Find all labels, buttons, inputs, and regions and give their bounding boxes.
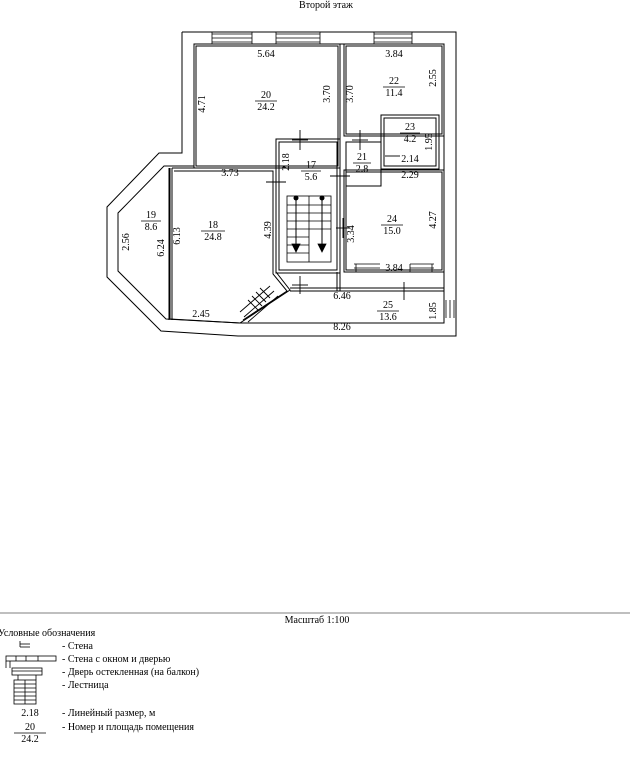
room-number: 19: [146, 210, 156, 221]
dimension-labels: 5.64 3.84 4.71 3.70 3.70 2.55 1.95 2.14 …: [121, 49, 439, 333]
room-number: 22: [389, 76, 399, 87]
dimension-label: 3.70: [345, 85, 356, 103]
room-25: 25 13.6: [377, 300, 399, 323]
window-room24-bottom: [354, 263, 434, 269]
glazed-door-icon: [11, 667, 43, 680]
room-number: 18: [208, 220, 218, 231]
room-area: 11.4: [385, 88, 402, 99]
room-area: 15.0: [383, 226, 401, 237]
dimension-label: 1.85: [428, 302, 439, 320]
room-17: 17 5.6: [301, 160, 321, 183]
dimension-label: 3.70: [322, 85, 333, 103]
dimension-label: 3.84: [385, 263, 403, 274]
staircase: [286, 195, 332, 263]
room-20: 20 24.2: [255, 90, 277, 113]
window-room20-left: [211, 32, 253, 44]
room-sample-area: 24.2: [21, 734, 39, 745]
dimension-label: 8.26: [333, 322, 351, 333]
dimension-label: 3.84: [385, 49, 403, 60]
dimension-label: 1.95: [424, 133, 435, 151]
wall-icon: [19, 641, 30, 648]
legend-item-label: - Номер и площадь помещения: [62, 722, 194, 733]
glazed-door-hatch: [239, 285, 279, 323]
room-area: 24.2: [257, 102, 275, 113]
legend-item-label: - Линейный размер, м: [62, 708, 156, 719]
dimension-label: 4.39: [263, 221, 274, 239]
room-area: 2.8: [356, 164, 369, 175]
dimension-label: 2.29: [401, 170, 419, 181]
staircase-icon: [13, 679, 37, 705]
room-number: 17: [306, 160, 316, 171]
dimension-label: 3.73: [221, 168, 239, 179]
room-sample-number: 20: [25, 722, 35, 733]
window-room22: [373, 32, 413, 44]
dimension-sample: 2.18: [21, 708, 39, 719]
room-area: 5.6: [305, 172, 318, 183]
room-number: 25: [383, 300, 393, 311]
room-area: 24.8: [204, 232, 222, 243]
window-room25-right: [445, 300, 455, 318]
legend-item-label: - Лестница: [62, 680, 109, 691]
walls: [106, 31, 457, 337]
dimension-label: 5.64: [257, 49, 275, 60]
window-room20-right: [275, 32, 321, 44]
dimension-label: 2.45: [192, 309, 210, 320]
plan-title: Второй этаж: [299, 0, 353, 11]
room-number: 23: [405, 122, 415, 133]
dimension-label: 6.24: [156, 239, 167, 257]
room-19: 19 8.6: [141, 210, 161, 233]
dimension-label: 4.27: [428, 211, 439, 229]
room-22: 22 11.4: [383, 76, 405, 99]
room-number: 20: [261, 90, 271, 101]
room-23: 23 4.2: [400, 122, 420, 145]
legend-heading: Условные обозначения: [0, 628, 96, 639]
dimension-label: 2.14: [401, 154, 419, 165]
scale-label: Масштаб 1:100: [285, 615, 350, 626]
dimension-label: 4.71: [197, 95, 208, 113]
room-sample: 20 24.2: [14, 722, 46, 745]
dimension-label: 3.34: [346, 225, 357, 243]
dimension-label: 6.13: [172, 227, 183, 245]
dimension-label: 2.55: [428, 69, 439, 87]
wall-window-door-icon: [5, 655, 57, 668]
room-labels: 20 24.2 22 11.4 23 4.2 17 5.6 21 2.8 18 …: [141, 76, 420, 323]
legend-item-label: - Дверь остекленная (на балкон): [62, 667, 199, 678]
room-area: 8.6: [145, 222, 158, 233]
legend-item-label: - Стена: [62, 641, 94, 652]
room-number: 21: [357, 152, 367, 163]
legend-item-label: - Стена с окном и дверью: [62, 654, 171, 665]
dimension-label: 2.56: [121, 233, 132, 251]
room-18: 18 24.8: [201, 220, 225, 243]
doors: [266, 130, 412, 300]
room-area: 13.6: [379, 312, 397, 323]
room-number: 24: [387, 214, 397, 225]
windows: [211, 32, 455, 318]
room-21: 21 2.8: [353, 152, 371, 175]
room-24: 24 15.0: [381, 214, 403, 237]
legend: Условные обозначения - Стена - Стена с о…: [0, 628, 199, 745]
dimension-label: 2.18: [281, 153, 292, 171]
room-area: 4.2: [404, 134, 417, 145]
dimension-label: 6.46: [333, 291, 351, 302]
